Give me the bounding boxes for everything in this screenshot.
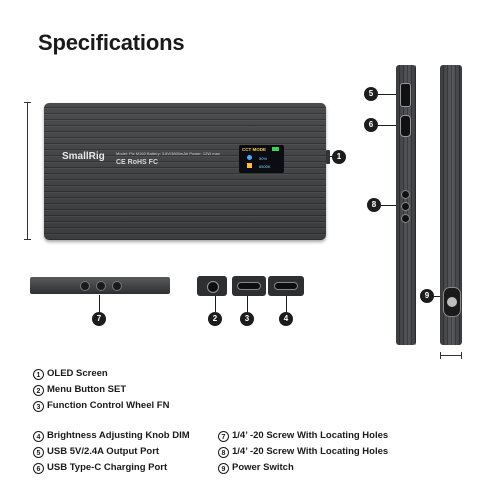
thickness-dimension-line <box>440 352 462 359</box>
callout-5: 5 <box>364 87 378 101</box>
callout-6: 6 <box>364 118 378 132</box>
screw-hole-icon <box>401 202 410 211</box>
screw-hole-icon <box>96 281 106 291</box>
battery-icon <box>272 147 279 151</box>
screw-hole-icon <box>80 281 90 291</box>
callout-9: 9 <box>420 289 434 303</box>
usb-port-icon <box>237 282 261 290</box>
power-switch-icon <box>443 287 461 317</box>
model-info-text: Model: Pix M160 Battery: 3.8V/3800mAh Po… <box>116 151 220 156</box>
certification-marks: CE RoHS FC <box>116 159 158 166</box>
callout-2-leader <box>215 296 216 312</box>
typec-port-icon <box>274 282 298 290</box>
usb-side-port-icon <box>400 83 411 107</box>
oled-cct-value: 6500K <box>259 164 271 169</box>
panel-side-view-ports <box>396 65 416 345</box>
panel-side-view-switch <box>440 65 462 345</box>
callout-1-leader <box>330 156 333 157</box>
callout-3-leader <box>247 296 248 312</box>
panel-bottom-edge <box>30 277 170 294</box>
usb-output-housing <box>232 276 266 296</box>
typec-side-port-icon <box>400 115 411 137</box>
callout-5-leader <box>376 94 396 95</box>
oled-screen: CCT MODE 50% 6500K <box>239 145 284 173</box>
callout-3: 3 <box>240 312 254 326</box>
brand-logo: SmallRig <box>62 151 105 162</box>
light-panel-front: SmallRig Model: Pix M160 Battery: 3.8V/3… <box>44 103 326 240</box>
screw-hole-icon <box>112 281 122 291</box>
function-wheel <box>326 150 330 164</box>
screw-hole-icon <box>401 190 410 199</box>
oled-mode-label: CCT MODE <box>242 147 266 152</box>
brightness-icon <box>247 155 252 160</box>
menu-button-housing <box>197 276 227 296</box>
callout-7: 7 <box>92 312 106 326</box>
temperature-icon <box>247 163 252 168</box>
callout-7-leader <box>99 295 100 312</box>
callout-8-leader <box>380 205 396 206</box>
callout-9-leader <box>432 296 440 297</box>
callout-8: 8 <box>367 198 381 212</box>
page-title: Specifications <box>38 30 185 55</box>
menu-button-icon <box>207 281 219 293</box>
typec-port-housing <box>268 276 304 296</box>
oled-brightness-value: 50% <box>259 156 268 161</box>
callout-1: 1 <box>332 150 346 164</box>
height-dimension-line <box>24 102 31 240</box>
screw-hole-icon <box>401 214 410 223</box>
callout-4-leader <box>286 296 287 312</box>
callout-6-leader <box>376 125 396 126</box>
callout-2: 2 <box>208 312 222 326</box>
callout-4: 4 <box>279 312 293 326</box>
